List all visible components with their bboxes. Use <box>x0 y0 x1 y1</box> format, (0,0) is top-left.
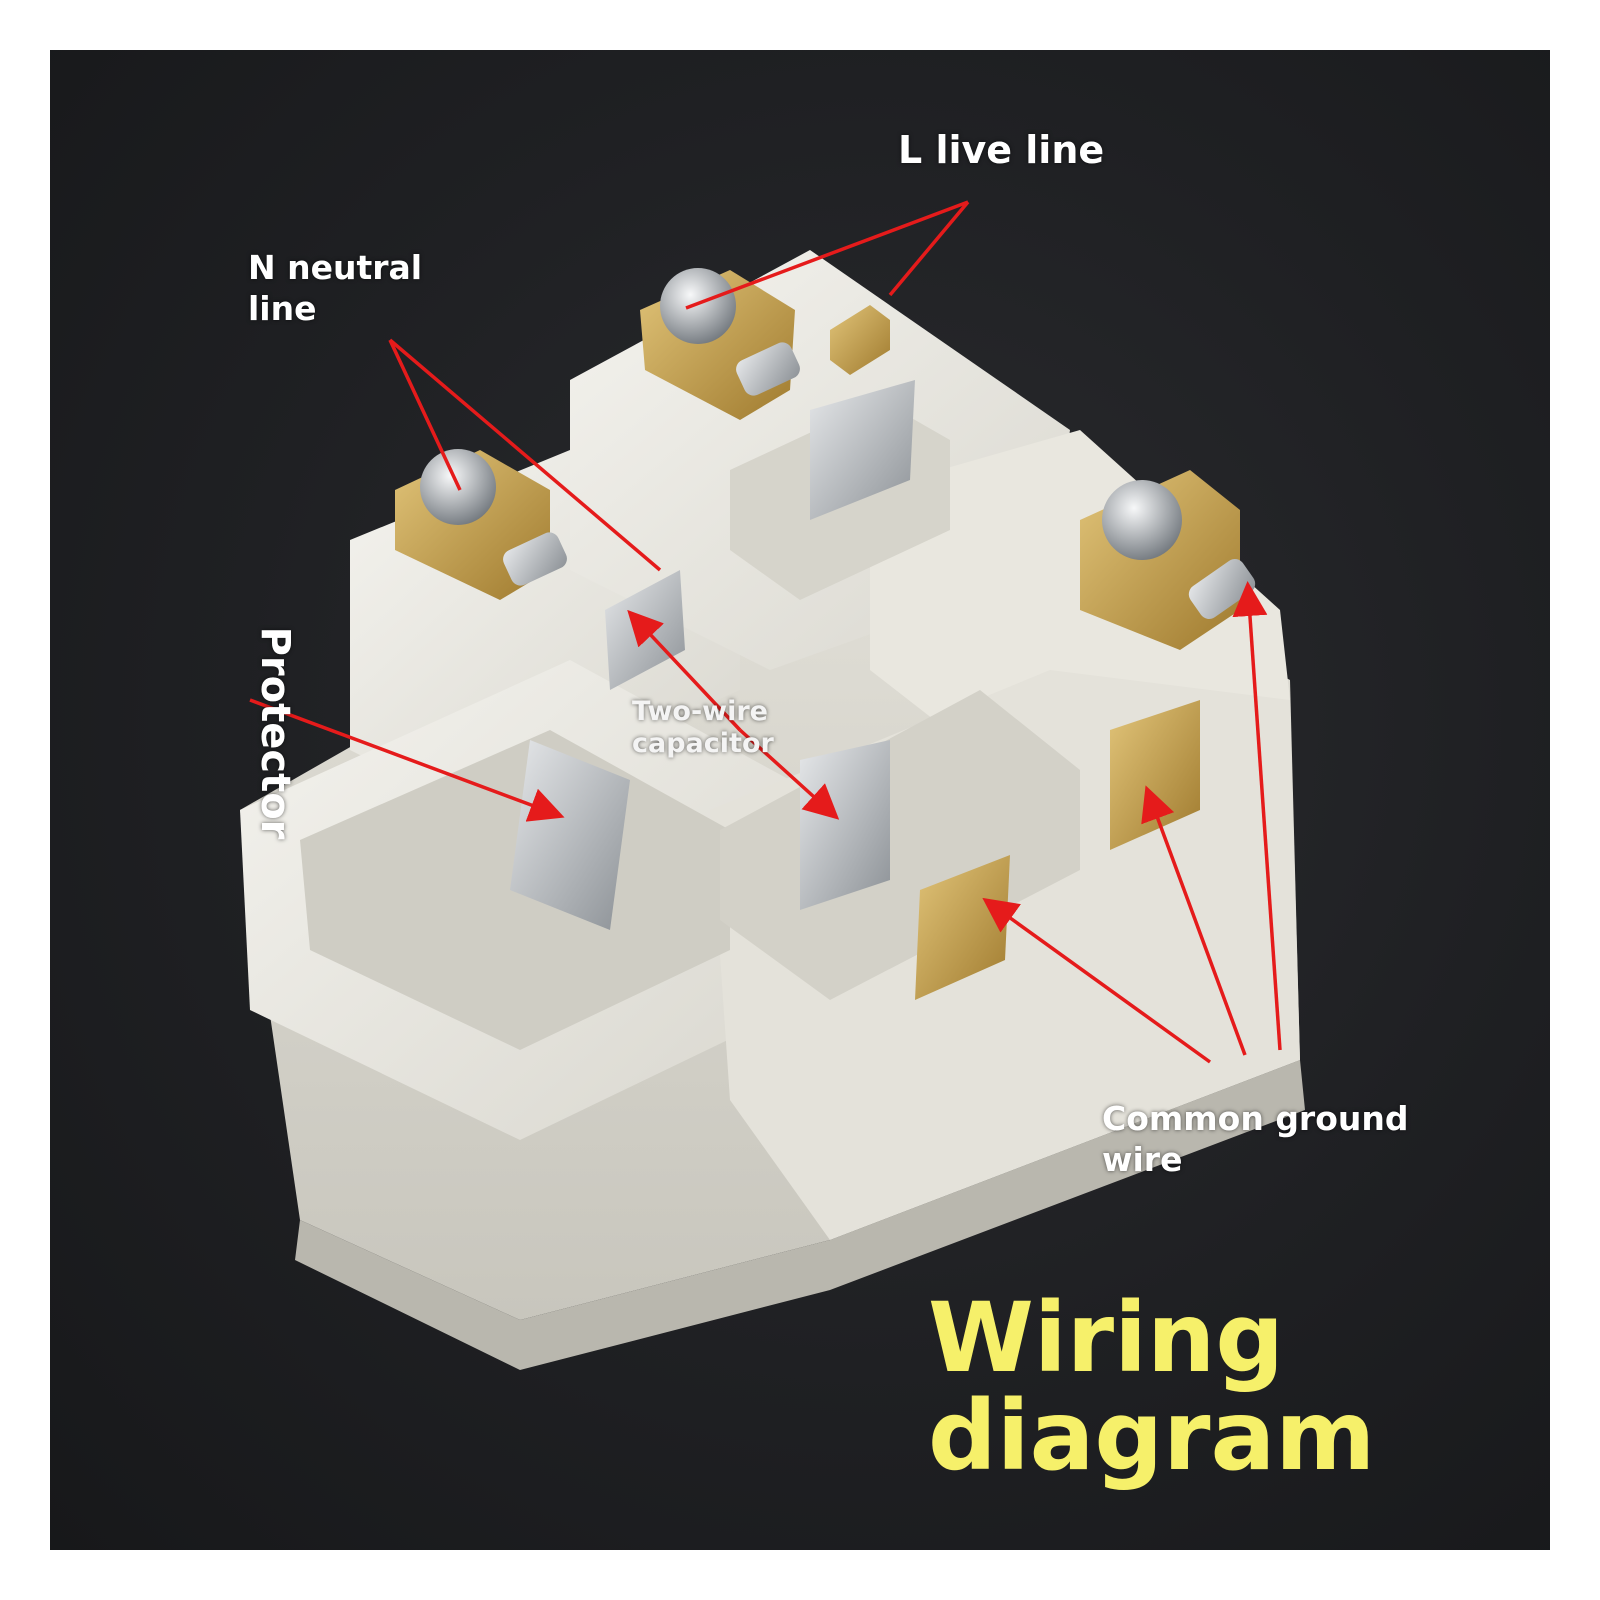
relay-protector-illustration <box>240 200 1305 1370</box>
screw-terminals <box>395 268 1256 650</box>
ground-label-line2: wire <box>1102 1140 1183 1180</box>
arrow-ground-1 <box>982 897 1212 1064</box>
live-line-label: L live line <box>898 128 1105 172</box>
two-wire-capacitor-label: Two-wire capacitor <box>632 696 774 761</box>
capacitor-label-line1: Two-wire <box>632 696 768 727</box>
title-line2: diagram <box>928 1379 1376 1492</box>
neutral-line-label: N neutral line <box>248 247 422 330</box>
arrow-ground-2 <box>1141 785 1247 1056</box>
neutral-line-label-line2: line <box>248 289 317 329</box>
wiring-diagram-title: Wiring diagram <box>928 1282 1376 1492</box>
neutral-line-label-line1: N neutral <box>248 248 423 287</box>
arrow-neutral-screw <box>388 339 462 491</box>
capacitor-label-line2: capacitor <box>632 728 774 760</box>
arrow-capacitor-down <box>738 728 840 820</box>
arrow-capacitor-up <box>627 609 742 732</box>
pointer-arrows <box>249 200 1282 1064</box>
protector-label: Protector <box>252 626 298 840</box>
blade-terminals <box>510 305 1200 1000</box>
ground-label-line1: Common ground <box>1102 1099 1409 1138</box>
arrow-protector <box>249 698 565 822</box>
photo-frame: L live line N neutral line Protector Two… <box>50 50 1550 1550</box>
arrow-ground-3 <box>1232 581 1282 1051</box>
arrow-live-blade <box>888 200 970 297</box>
arrow-live-screw <box>685 200 969 310</box>
title-line1: Wiring <box>928 1282 1285 1394</box>
arrow-neutral-blade <box>388 338 662 572</box>
common-ground-wire-label: Common ground wire <box>1102 1098 1409 1181</box>
